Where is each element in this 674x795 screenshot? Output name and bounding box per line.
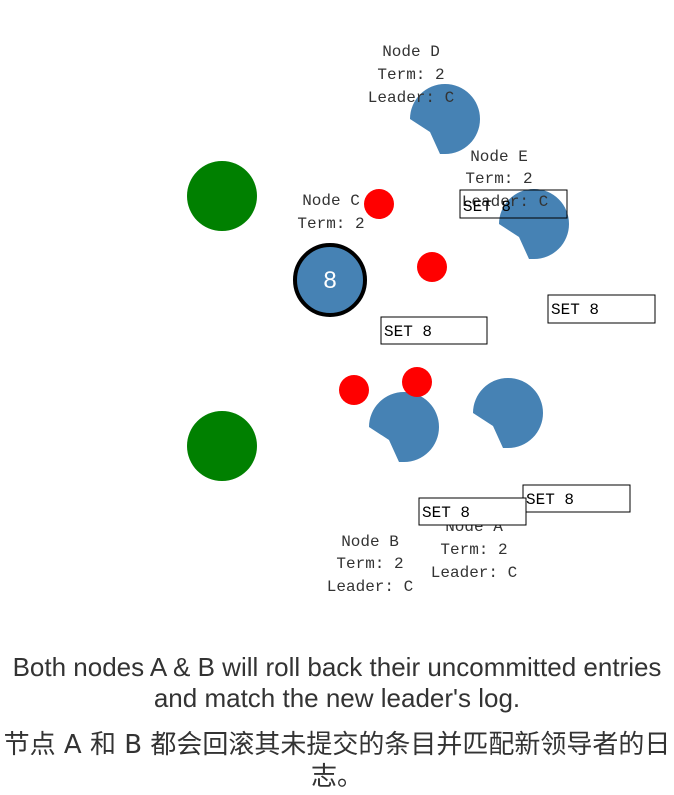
node-b-leader: Leader: C	[327, 578, 413, 596]
node-d-leader: Leader: C	[368, 89, 454, 107]
log-box-e-2-text: SET 8	[551, 301, 599, 319]
node-a: 8 Node A Term: 2 Leader: C	[431, 378, 543, 582]
node-e-circle	[499, 189, 569, 259]
log-box-b-text: SET 8	[422, 504, 470, 522]
log-box-e: SET 8	[459, 189, 568, 219]
log-box-a: SET 8	[522, 484, 631, 513]
node-b-value: 8	[362, 449, 375, 476]
node-e-value: 8	[492, 246, 505, 273]
log-box-e-2: SET 8	[547, 294, 656, 324]
node-b: 8 Node B Term: 2 Leader: C	[327, 392, 439, 596]
log-box-a-text: SET 8	[526, 491, 574, 509]
caption-english: Both nodes A & B will roll back their un…	[12, 652, 662, 713]
message-dot-2	[417, 252, 447, 282]
log-box-e-text: SET 8	[463, 198, 511, 216]
raft-diagram: 8 Node D Term: 2 Leader: C 8 Node E Term…	[187, 43, 656, 596]
node-c: 8 Node C Term: 2	[293, 192, 367, 317]
node-d-name: Node D	[382, 43, 440, 61]
node-c-value: 8	[323, 267, 336, 294]
log-box-e-frame	[459, 189, 568, 219]
node-d-term: Term: 2	[377, 66, 444, 84]
node-c-name: Node C	[302, 192, 360, 210]
log-box-b-frame	[418, 497, 527, 526]
message-dot-1	[364, 189, 394, 219]
node-b-term: Term: 2	[336, 555, 403, 573]
client-top	[187, 161, 257, 231]
caption-chinese: 节点 A 和 B 都会回滚其未提交的条目并匹配新领导者的日志。	[3, 730, 671, 792]
node-e-name: Node E	[470, 148, 528, 166]
log-box-e-2-frame	[547, 294, 656, 324]
message-dot-4	[402, 367, 432, 397]
node-d: 8 Node D Term: 2 Leader: C	[368, 43, 480, 168]
node-e-term: Term: 2	[465, 170, 532, 188]
node-a-value: 8	[467, 435, 480, 462]
node-a-circle	[473, 378, 543, 448]
node-d-value: 8	[403, 141, 416, 168]
node-e: 8 Node E Term: 2 Leader: C	[462, 148, 569, 273]
client-bottom	[187, 411, 257, 481]
log-box-c-frame	[380, 316, 488, 345]
node-c-circle	[293, 243, 367, 317]
log-box-c-text: SET 8	[384, 323, 432, 341]
log-box-b: SET 8	[418, 497, 527, 526]
node-a-leader: Leader: C	[431, 564, 517, 582]
log-box-c: SET 8	[380, 316, 488, 345]
node-a-term: Term: 2	[440, 541, 507, 559]
node-b-name: Node B	[341, 533, 399, 551]
node-e-leader: Leader: C	[462, 193, 548, 211]
node-c-term: Term: 2	[297, 215, 364, 233]
node-b-circle	[369, 392, 439, 462]
message-dot-3	[339, 375, 369, 405]
node-d-circle	[410, 84, 480, 154]
